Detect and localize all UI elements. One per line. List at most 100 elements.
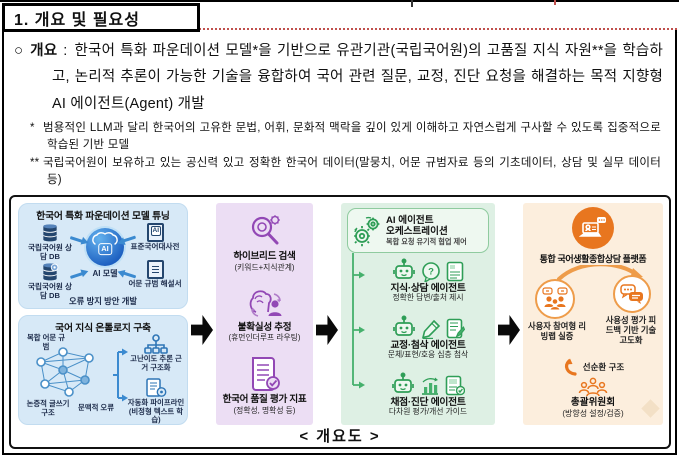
agent-sub: 문체/표현/호응 심층 첨삭 xyxy=(387,350,469,360)
column-foundation-ontology: 한국어 특화 파운데이션 모델 튜닝 국립국어원 상담 DB 국립국어원 상담 … xyxy=(18,203,188,425)
tech-item-title: 한국어 품질 평가 지표 xyxy=(222,394,307,406)
agent-icons xyxy=(365,372,491,396)
overview-diagram: 한국어 특화 파운데이션 모델 튜닝 국립국어원 상담 DB 국립국어원 상담 … xyxy=(9,195,671,449)
split-arrow-icon xyxy=(113,348,128,402)
tech-item-sub: (휴먼인더루프 라우팅) xyxy=(228,333,301,343)
agent-title: 교정·첨삭 에이전트 xyxy=(390,340,466,351)
orchestration-title-2: 오케스트레이션 xyxy=(386,225,448,237)
committee-sub: (방향성 설정/검증) xyxy=(562,408,624,418)
platform-circle xyxy=(572,207,614,249)
ai-model-label: AI 모델 xyxy=(92,269,118,278)
source-document-icon xyxy=(446,261,464,282)
virtuous-cycle-label: 선순환 구조 xyxy=(582,361,625,372)
footnote-2: **국립국어원이 보유하고 있는 공신력 있고 정확한 한국어 데이터(말뭉치,… xyxy=(30,155,661,190)
tech-item-search: 하이브리드 검색 (키워드+지식관계) xyxy=(218,213,311,272)
overview-separator: : xyxy=(63,43,68,59)
overview-text: 한국어 특화 파운데이션 모델*을 기반으로 유관기관(국립국어원)의 고품질 … xyxy=(52,43,663,112)
section-title: 1. 개요 및 필요성 xyxy=(14,11,140,29)
ai-brain-icon: AI xyxy=(86,228,124,266)
footnote-2-text: 국립국어원이 보유하고 있는 공신력 있고 정확한 한국어 데이터(말뭉치, 어… xyxy=(43,156,661,186)
gridline-tick-red xyxy=(554,0,556,5)
orchestration-title-1: AI 에이전트 xyxy=(386,214,434,226)
edit-document-icon xyxy=(446,318,465,339)
overview-paragraph: ○개요:한국어 특화 파운데이션 모델*을 기반으로 유관기관(국립국어원)의 … xyxy=(14,37,663,117)
chat-bubbles-icon xyxy=(620,284,643,304)
hierarchy-icon xyxy=(144,334,168,354)
living-lab-label: 사용자 참여형 리빙랩 실증 xyxy=(527,321,587,341)
ontology-output-1: 고난이도 추론 근거 구조화 xyxy=(127,334,185,372)
column-core-tech: 하이브리드 검색 (키워드+지식관계) 불확실성 추정 (휴먼인더루프 라우팅)… xyxy=(216,203,313,425)
ai-chip-label: AI xyxy=(98,243,112,255)
db-item-top: 국립국어원 상담 DB xyxy=(27,223,73,261)
cycle-return-arrow-icon xyxy=(564,358,577,376)
ontology-output-2: 자동화 파이프라인 (비정형 텍스트 학습) xyxy=(127,378,185,425)
column-agents: AI 에이전트 오케스트레이션 복합 요청 유기적 협업 제어 ? xyxy=(341,203,495,425)
ontology-output-2-label: 자동화 파이프라인 xyxy=(127,398,185,407)
quality-check-document-icon xyxy=(251,357,280,392)
agent-connector-lines xyxy=(352,253,365,389)
bar-chart-icon xyxy=(422,377,438,395)
ontology-bottomleft-label: 논증적 글쓰기 구조 xyxy=(26,399,70,417)
agent-icons xyxy=(365,315,491,339)
foundation-title: 한국어 특화 파운데이션 모델 튜닝 xyxy=(36,211,170,222)
agent-title: 지식·상담 에이전트 xyxy=(390,283,466,294)
content-box: ○개요:한국어 특화 파운데이션 모델*을 기반으로 유관기관(국립국어원)의 … xyxy=(2,30,677,455)
page-top-border xyxy=(0,0,679,2)
flow-arrow-1 xyxy=(191,315,213,345)
tech-item-uncertainty: 불확실성 추정 (휴먼인더루프 라우팅) xyxy=(218,286,311,343)
ontology-output-2-sub: (비정형 텍스트 학습) xyxy=(128,406,184,425)
agent-row-grading: 채점·진단 에이전트 다차원 평가/개선 가이드 xyxy=(365,372,491,417)
robot-icon xyxy=(393,258,415,279)
tech-item-title: 하이브리드 검색 xyxy=(233,251,296,262)
norms-label: 어문 규범 해설서 xyxy=(128,279,182,288)
gridline-tick xyxy=(411,0,413,7)
knowledge-graph-icon xyxy=(36,347,94,397)
brain-outline-icon xyxy=(92,232,118,245)
sparkle-decoration xyxy=(641,399,660,418)
orchestration-text: AI 에이전트 오케스트레이션 복합 요청 유기적 협업 제어 xyxy=(386,215,467,246)
agent-icons: ? xyxy=(365,258,491,282)
gears-icon xyxy=(354,216,380,246)
agent-row-correction: 교정·첨삭 에이전트 문체/표현/호응 심층 첨삭 xyxy=(365,315,491,360)
agent-row-knowledge: ? 지식·상담 에이전트 정확한 답변/출처 제시 xyxy=(365,258,491,303)
dictionary-label: 표준국어대사전 xyxy=(130,242,180,251)
database-gear-icon xyxy=(43,263,59,281)
db-bottom-label: 국립국어원 상담 DB xyxy=(27,282,73,300)
ai-model: AI AI 모델 xyxy=(83,228,127,279)
committee: 총괄위원회 (방향성 설정/검증) xyxy=(562,377,624,418)
users-bubbles-icon xyxy=(542,287,568,311)
hybrid-search-icon xyxy=(251,215,280,245)
question-bubble-icon: ? xyxy=(422,262,440,282)
orchestration-sub: 복합 요청 유기적 협업 제어 xyxy=(386,236,467,246)
orchestration-header: AI 에이전트 오케스트레이션 복합 요청 유기적 협업 제어 xyxy=(347,208,489,253)
usability-label: 사용성 평가 피드백 기반 기술 고도화 xyxy=(605,315,657,345)
diagram-caption: < 개요도 > xyxy=(299,428,381,445)
tech-item-quality: 한국어 품질 평가 지표 (정확성, 명확성 등) xyxy=(218,356,311,415)
committee-label: 총괄위원회 xyxy=(570,397,616,408)
flow-arrow-3 xyxy=(498,315,520,345)
document-gear-icon xyxy=(146,378,167,397)
ontology-box: 국어 지식 온톨로지 구축 복합 어문 규범 논증적 글쓰기 구조 문맥적 오류 xyxy=(18,315,188,425)
dictionary-item: AI 표준국어대사전 xyxy=(128,223,182,252)
foundation-bottom-label: 오류 방지 방안 개발 xyxy=(69,296,137,306)
footnote-2-marker: ** xyxy=(30,156,40,169)
footnote-1-text: 범용적인 LLM과 달리 한국어의 고유한 문법, 어휘, 문화적 맥락을 깊이… xyxy=(43,122,661,152)
diagram-row: 한국어 특화 파운데이션 모델 튜닝 국립국어원 상담 DB 국립국어원 상담 … xyxy=(11,197,669,427)
foundation-body: 국립국어원 상담 DB 국립국어원 상담 DB AI xyxy=(23,222,183,306)
committee-people-icon xyxy=(578,377,608,397)
laptop-chat-icon xyxy=(579,217,606,237)
ontology-body: 복합 어문 규범 논증적 글쓰기 구조 문맥적 오류 xyxy=(23,333,185,425)
agent-title: 채점·진단 에이전트 xyxy=(390,397,466,408)
agent-sub: 다차원 평가/개선 가이드 xyxy=(388,407,468,417)
feedback-cycle: 사용자 참여형 리빙랩 실증 사용성 평가 피드백 기반 기술 고도화 xyxy=(525,265,661,357)
ai-dictionary-icon: AI xyxy=(146,223,164,242)
database-icon xyxy=(43,224,57,242)
norms-book-icon xyxy=(146,260,164,279)
agent-sub: 정확한 답변/출처 제시 xyxy=(392,293,464,303)
virtuous-cycle: 선순환 구조 xyxy=(562,358,625,376)
tech-item-title: 불확실성 추정 xyxy=(237,321,292,333)
overview-label: 개요 xyxy=(30,43,58,59)
ontology-title: 국어 지식 온톨로지 구축 xyxy=(55,323,151,334)
foundation-box: 한국어 특화 파운데이션 모델 튜닝 국립국어원 상담 DB 국립국어원 상담 … xyxy=(18,203,188,309)
